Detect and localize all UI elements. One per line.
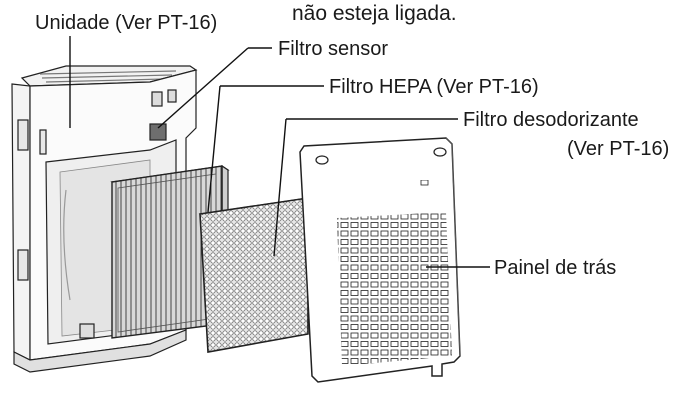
leader-lines	[69, 36, 490, 268]
label-sensor-filter: Filtro sensor	[278, 38, 389, 60]
label-back-panel: Painel de trás	[494, 257, 617, 279]
header-text: não esteja ligada.	[292, 2, 457, 25]
back-panel-drawing	[299, 137, 461, 383]
label-deodorizing-filter: Filtro desodorizante	[463, 109, 639, 131]
label-unit: Unidade (Ver PT-16)	[35, 12, 218, 34]
leader-sensor	[157, 47, 249, 129]
leader-hepa	[207, 85, 221, 213]
label-hepa-filter: Filtro HEPA (Ver PT-16)	[329, 76, 539, 98]
label-deodorizing-filter-ref: (Ver PT-16)	[567, 138, 670, 160]
deodorizing-filter-drawing	[198, 197, 314, 353]
leader-deodorizer	[273, 118, 287, 257]
